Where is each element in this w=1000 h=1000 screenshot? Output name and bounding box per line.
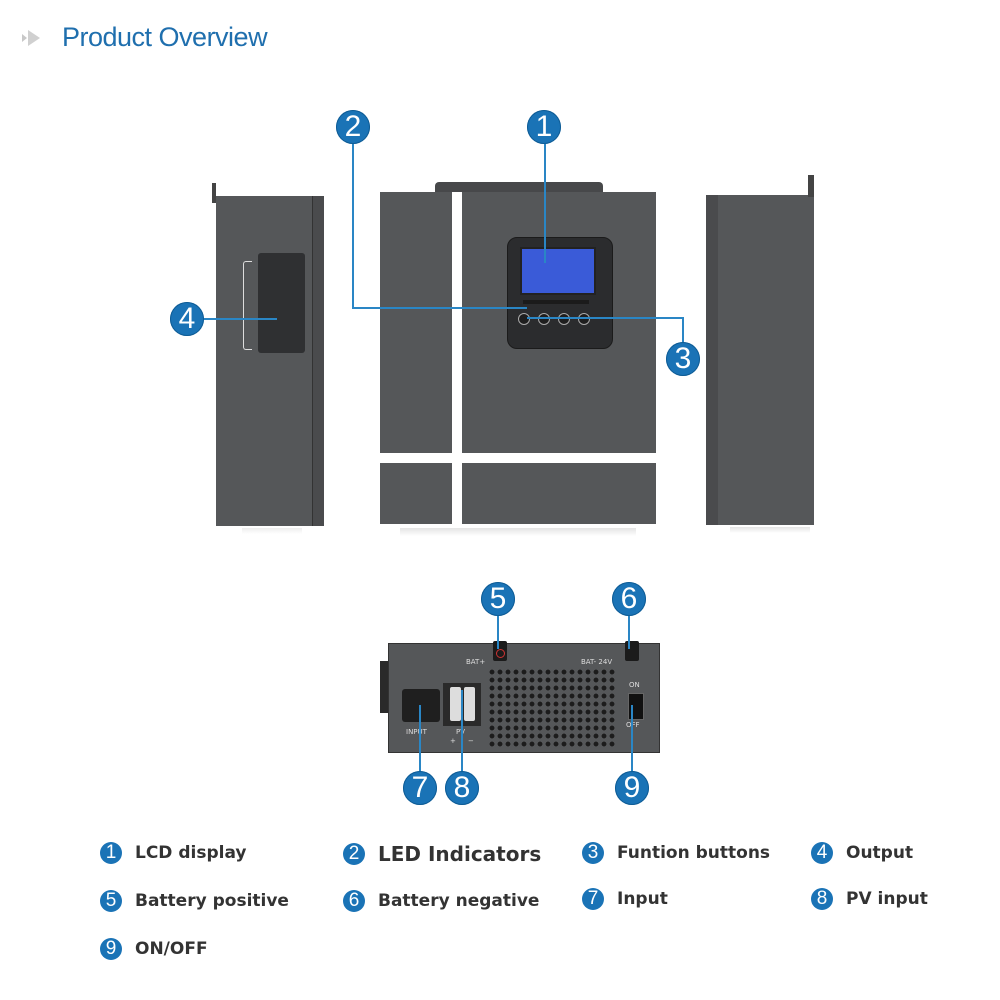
callout-9: 9 xyxy=(615,771,649,805)
page-title: Product Overview xyxy=(62,22,268,52)
function-button[interactable] xyxy=(518,313,530,325)
legend-item-4: 4 Output xyxy=(811,842,913,864)
legend-item-3: 3 Funtion buttons xyxy=(582,842,770,864)
ac-input-socket xyxy=(402,689,440,722)
callout-7: 7 xyxy=(403,771,437,805)
lcd-display xyxy=(520,247,596,295)
function-button[interactable] xyxy=(538,313,550,325)
callout-3: 3 xyxy=(666,342,700,376)
header: Product Overview xyxy=(22,22,268,53)
function-button[interactable] xyxy=(558,313,570,325)
legend-item-5: 5 Battery positive xyxy=(100,890,289,912)
legend-item-1: 1 LCD display xyxy=(100,842,246,864)
function-button[interactable] xyxy=(578,313,590,325)
legend-item-7: 7 Input xyxy=(582,888,668,910)
callout-1: 1 xyxy=(527,110,561,144)
left-side-view xyxy=(212,183,324,534)
callout-5: 5 xyxy=(481,582,515,616)
callout-2: 2 xyxy=(336,110,370,144)
ventilation-grille xyxy=(488,668,616,748)
callout-4: 4 xyxy=(170,302,204,336)
legend-item-9: 9 ON/OFF xyxy=(100,938,208,960)
legend-item-6: 6 Battery negative xyxy=(343,890,539,912)
legend-item-8: 8 PV input xyxy=(811,888,928,910)
double-arrow-right-icon xyxy=(22,28,48,48)
bat-pos-terminal xyxy=(493,641,507,661)
callout-6: 6 xyxy=(612,582,646,616)
front-view xyxy=(380,180,656,536)
right-side-view xyxy=(706,175,821,533)
legend-item-2: 2 LED Indicators xyxy=(343,842,541,866)
callout-8: 8 xyxy=(445,771,479,805)
output-sockets xyxy=(258,253,305,353)
